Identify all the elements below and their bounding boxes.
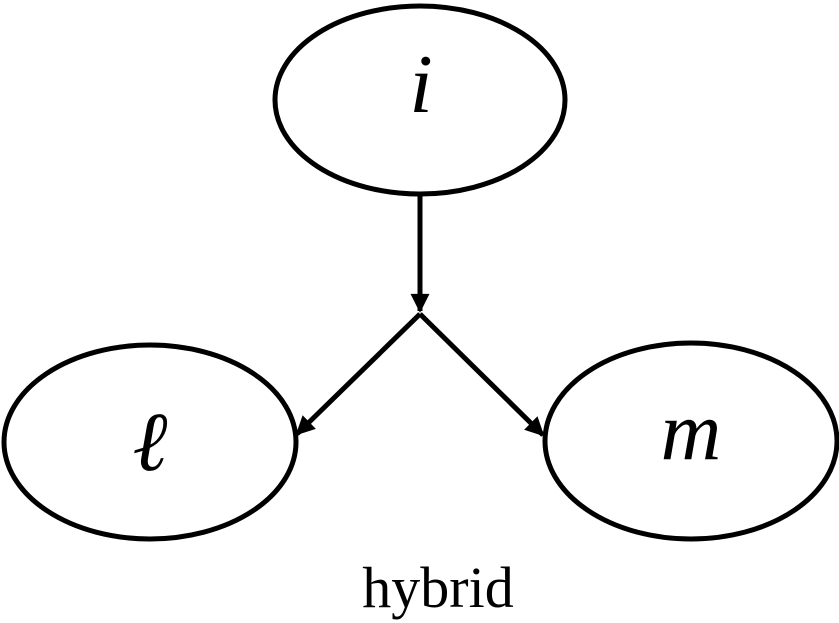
node-m-label: m	[661, 385, 722, 478]
node-m-ellipse	[542, 340, 839, 542]
node-l-label: ℓ	[133, 396, 168, 489]
node-i: i	[272, 3, 568, 197]
edge-branch-to-l	[295, 312, 422, 436]
node-m: m	[542, 340, 839, 542]
node-l: ℓ	[1, 342, 299, 542]
node-i-label: i	[409, 38, 432, 131]
node-i-ellipse	[272, 3, 568, 197]
node-l-ellipse	[1, 342, 299, 542]
edge-branch-to-m	[418, 312, 545, 437]
diagram-caption: hybrid	[362, 555, 513, 620]
